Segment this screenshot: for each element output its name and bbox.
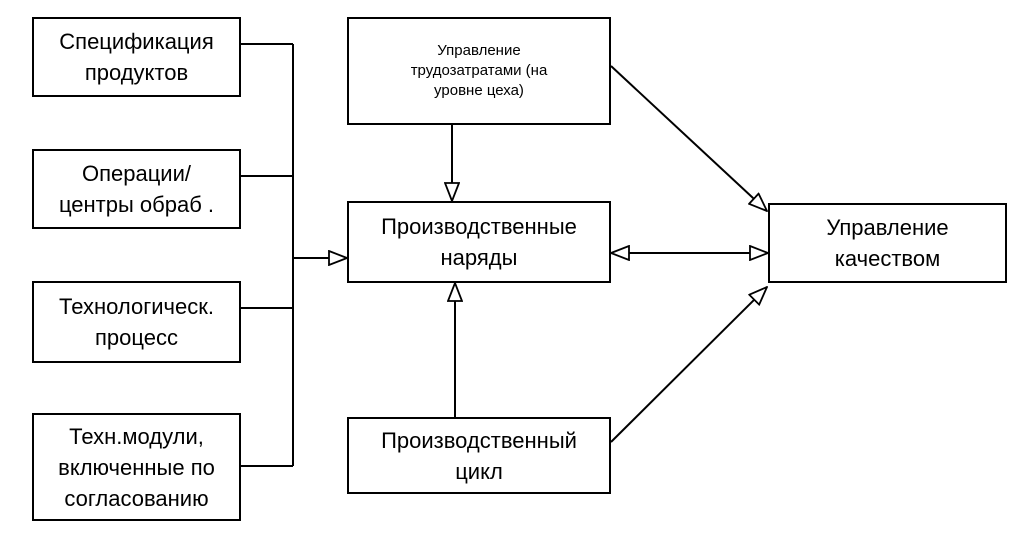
node-production-orders: Производственные наряды: [347, 201, 611, 283]
node-tech-modules: Техн.модули, включенные по согласованию: [32, 413, 241, 521]
node-tech-process: Технологическ. процесс: [32, 281, 241, 363]
node-operations: Операции/ центры обраб .: [32, 149, 241, 229]
arrow-labor-to-quality: [610, 65, 767, 211]
node-quality-management: Управление качеством: [768, 203, 1007, 283]
input-bus: [241, 43, 347, 467]
node-product-spec: Спецификация продуктов: [32, 17, 241, 97]
node-production-cycle: Производственный цикл: [347, 417, 611, 494]
arrow-cycle-to-quality: [610, 287, 767, 443]
node-labor-management: Управление трудозатратами (на уровне цех…: [347, 17, 611, 125]
